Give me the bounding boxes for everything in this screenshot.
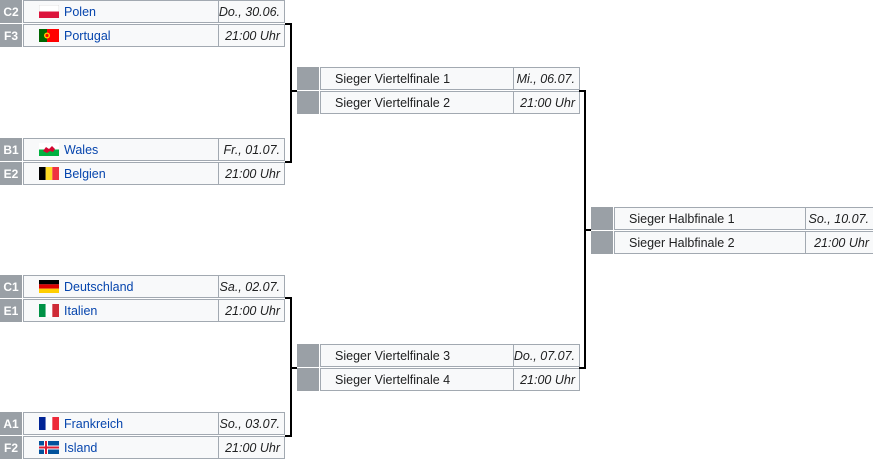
seed-label <box>297 67 319 90</box>
germany-flag-icon <box>39 280 59 293</box>
wales-flag-icon <box>39 143 59 156</box>
poland-flag-icon <box>39 5 59 18</box>
team-row: Sieger Halbfinale 1 So., 10.07. <box>591 207 873 230</box>
italy-flag-icon <box>39 304 59 317</box>
match-date: So., 03.07. <box>219 412 285 435</box>
team-row: E1 Italien 21:00 Uhr <box>0 299 285 322</box>
seed-label: B1 <box>0 138 22 161</box>
france-flag-icon <box>39 417 59 430</box>
team-row: F2 Island 21:00 Uhr <box>0 436 285 459</box>
match-time: 21:00 Uhr <box>219 436 285 459</box>
team-link-belgium[interactable]: Belgien <box>64 166 106 181</box>
team-row: Sieger Halbfinale 2 21:00 Uhr <box>591 231 873 254</box>
team-cell: Italien <box>23 299 219 322</box>
team-placeholder: Sieger Viertelfinale 3 <box>320 344 514 367</box>
team-cell: Polen <box>23 0 219 23</box>
team-link-poland[interactable]: Polen <box>64 4 96 19</box>
seed-label <box>297 91 319 114</box>
team-row: C2 Polen Do., 30.06. <box>0 0 285 23</box>
team-cell: Portugal <box>23 24 219 47</box>
seed-label: C2 <box>0 0 22 23</box>
match-time: 21:00 Uhr <box>514 91 580 114</box>
seed-label: F3 <box>0 24 22 47</box>
match-time: 21:00 Uhr <box>219 162 285 185</box>
team-link-iceland[interactable]: Island <box>64 440 98 455</box>
team-row: Sieger Viertelfinale 4 21:00 Uhr <box>297 368 580 391</box>
match-time: 21:00 Uhr <box>219 24 285 47</box>
team-cell: Wales <box>23 138 219 161</box>
team-link-italy[interactable]: Italien <box>64 303 98 318</box>
match-date: Fr., 01.07. <box>219 138 285 161</box>
seed-label: F2 <box>0 436 22 459</box>
iceland-flag-icon <box>39 441 59 454</box>
team-placeholder: Sieger Viertelfinale 4 <box>320 368 514 391</box>
team-cell: Deutschland <box>23 275 219 298</box>
seed-label: C1 <box>0 275 22 298</box>
team-cell: Frankreich <box>23 412 219 435</box>
seed-label <box>297 368 319 391</box>
team-row: F3 Portugal 21:00 Uhr <box>0 24 285 47</box>
belgium-flag-icon <box>39 167 59 180</box>
team-placeholder: Sieger Viertelfinale 1 <box>320 67 514 90</box>
connector-line <box>285 23 292 163</box>
team-link-portugal[interactable]: Portugal <box>64 28 111 43</box>
match-time: 21:00 Uhr <box>219 299 285 322</box>
team-row: Sieger Viertelfinale 3 Do., 07.07. <box>297 344 580 367</box>
match-date: Do., 07.07. <box>514 344 580 367</box>
match-date: Do., 30.06. <box>219 0 285 23</box>
team-row: B1 Wales Fr., 01.07. <box>0 138 285 161</box>
team-link-france[interactable]: Frankreich <box>64 416 124 431</box>
team-row: Sieger Viertelfinale 1 Mi., 06.07. <box>297 67 580 90</box>
team-row: C1 Deutschland Sa., 02.07. <box>0 275 285 298</box>
match-time: 21:00 Uhr <box>514 368 580 391</box>
seed-label: A1 <box>0 412 22 435</box>
match-date: Sa., 02.07. <box>219 275 285 298</box>
match-date: Mi., 06.07. <box>514 67 580 90</box>
team-row: A1 Frankreich So., 03.07. <box>0 412 285 435</box>
connector-line <box>579 90 586 369</box>
team-cell: Belgien <box>23 162 219 185</box>
seed-label <box>591 207 613 230</box>
portugal-flag-icon <box>39 29 59 42</box>
seed-label <box>591 231 613 254</box>
team-link-wales[interactable]: Wales <box>64 142 99 157</box>
connector-line <box>285 297 292 437</box>
seed-label: E1 <box>0 299 22 322</box>
team-link-germany[interactable]: Deutschland <box>64 279 134 294</box>
match-time: 21:00 Uhr <box>806 231 873 254</box>
team-row: Sieger Viertelfinale 2 21:00 Uhr <box>297 91 580 114</box>
team-row: E2 Belgien 21:00 Uhr <box>0 162 285 185</box>
team-placeholder: Sieger Halbfinale 2 <box>614 231 806 254</box>
seed-label: E2 <box>0 162 22 185</box>
seed-label <box>297 344 319 367</box>
team-placeholder: Sieger Halbfinale 1 <box>614 207 806 230</box>
match-date: So., 10.07. <box>806 207 873 230</box>
team-placeholder: Sieger Viertelfinale 2 <box>320 91 514 114</box>
team-cell: Island <box>23 436 219 459</box>
